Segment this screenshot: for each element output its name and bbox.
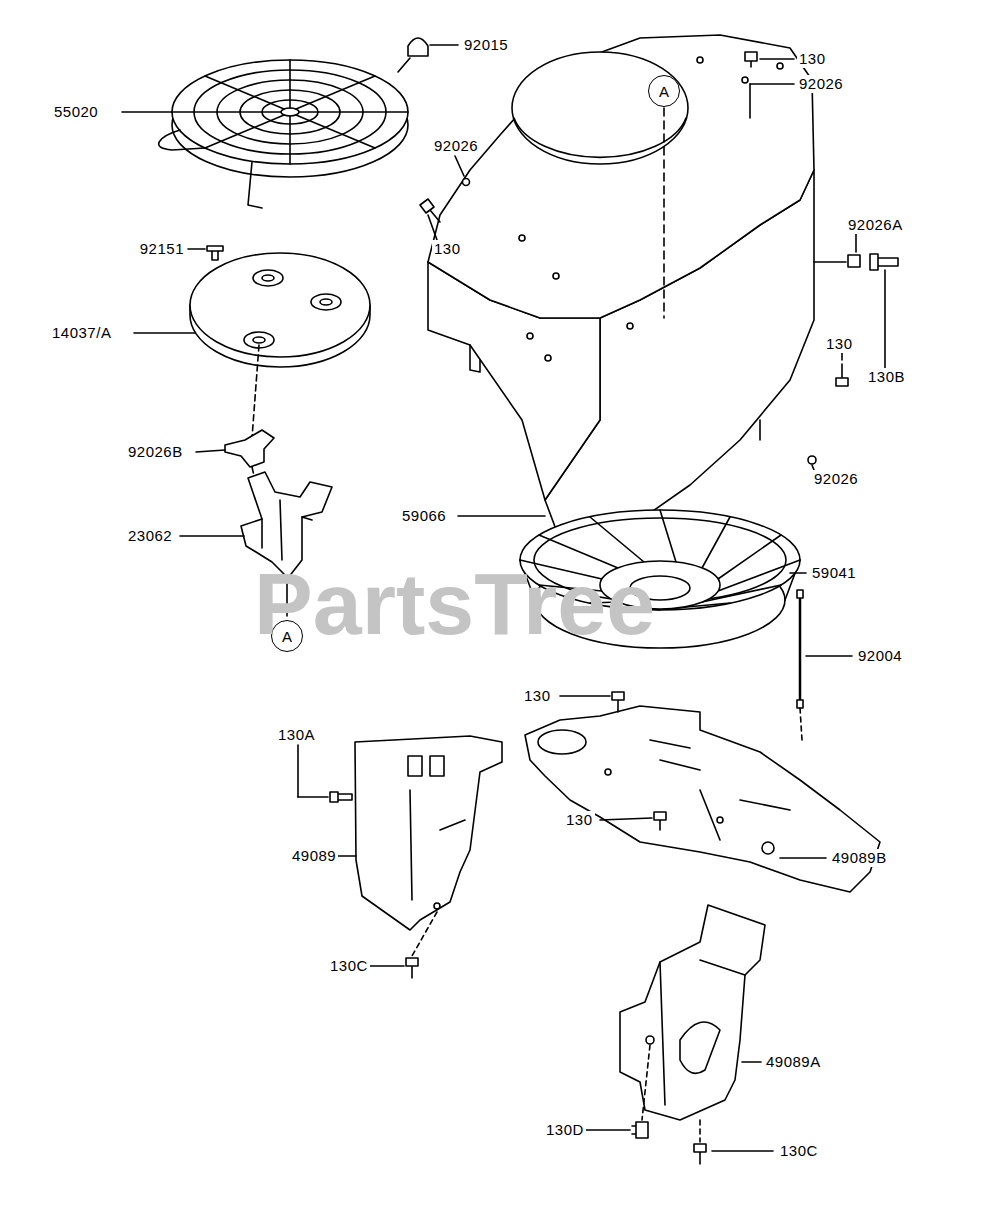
reference-circle: A	[648, 75, 680, 107]
baffle-plate	[525, 706, 880, 892]
callout-number: 92026B	[126, 443, 185, 461]
blower-housing	[428, 35, 814, 540]
callout-number: 130	[797, 50, 828, 68]
watermark: PartsTree	[252, 558, 657, 650]
screen-plate	[190, 253, 370, 367]
callout-number: 49089A	[764, 1053, 823, 1071]
callout-number: 49089	[290, 847, 338, 865]
fan-grille	[159, 58, 410, 208]
callout-number: 130D	[544, 1121, 586, 1139]
callout-number: 92026	[797, 75, 845, 93]
callout-number: 92151	[138, 240, 186, 258]
callout-number: 130A	[276, 726, 317, 744]
cylinder-shield	[355, 736, 502, 930]
callout-number: 130	[564, 811, 595, 829]
callout-number: 23062	[126, 527, 174, 545]
callout-number: 130	[432, 240, 463, 258]
callout-number: 130B	[866, 368, 907, 386]
callout-number: 130	[824, 335, 855, 353]
callout-number: 59066	[400, 507, 448, 525]
callout-number: 92026	[812, 470, 860, 488]
callout-number: 92004	[856, 647, 904, 665]
callout-number: 59041	[810, 564, 858, 582]
callout-number: 130	[522, 687, 553, 705]
callout-number: 130C	[778, 1142, 820, 1160]
plate	[225, 430, 274, 467]
callout-number: 55020	[52, 103, 100, 121]
callout-number: 49089B	[830, 849, 889, 867]
reference-letter: A	[659, 83, 669, 100]
cap-nut	[408, 38, 428, 56]
callout-number: 92026	[432, 137, 480, 155]
side-shield	[620, 905, 765, 1120]
callout-number: 130C	[328, 957, 370, 975]
callout-number: 92026A	[846, 216, 905, 234]
callout-number: 14037/A	[50, 324, 113, 342]
screw	[207, 246, 223, 260]
callout-number: 92015	[462, 36, 510, 54]
